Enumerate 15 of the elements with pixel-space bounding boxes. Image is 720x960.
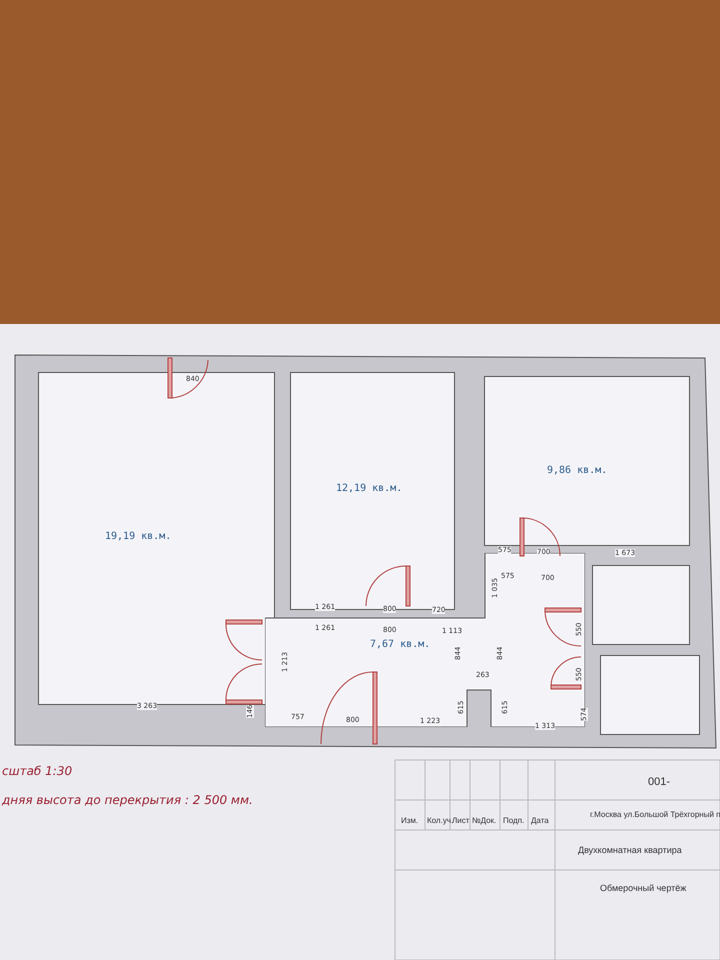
title-block-text: Обмерочный чертёж [600,883,686,893]
title-block-text: Дата [531,816,549,825]
drawing-note: дняя высота до перекрытия : 2 500 мм. [2,793,253,807]
title-block-text: №Док. [472,816,496,825]
title-block-text: Изм. [401,816,418,825]
drawing-note: сштаб 1:30 [2,764,72,778]
title-block-text: Двухкомнатная квартира [578,845,682,855]
title-block-text: Лист [452,816,470,825]
room [600,655,700,735]
title-block-text: г.Москва ул.Большой Трёхгорный п [590,810,720,819]
title-block-text: Подп. [503,816,524,825]
room: 9,86 кв.м. [484,376,690,546]
title-block-text: Кол.уч. [427,816,454,825]
title-block-text: 001- [648,776,670,788]
room [592,565,690,645]
